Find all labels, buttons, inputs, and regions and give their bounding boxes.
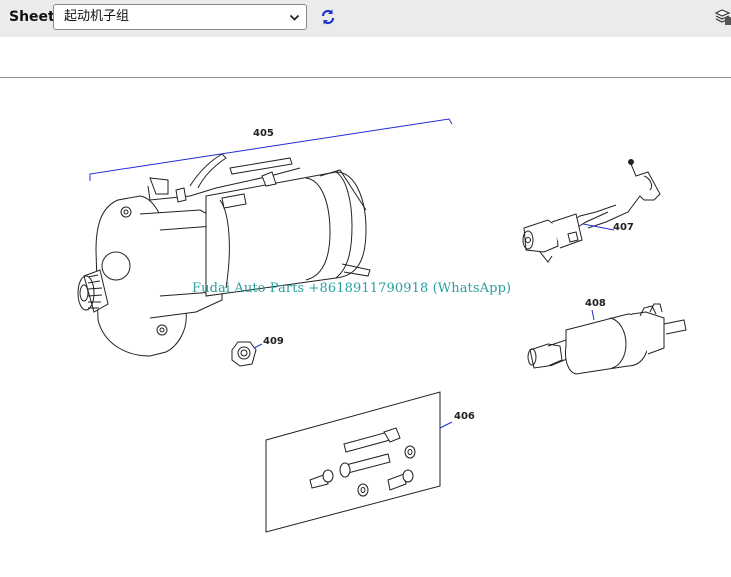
solenoid-408 bbox=[527, 303, 687, 375]
parts-diagram-drawing bbox=[77, 118, 687, 533]
nut-409 bbox=[231, 341, 257, 367]
sheet-label: Sheet bbox=[9, 9, 55, 25]
callout-408[interactable]: 408 bbox=[585, 298, 606, 309]
watermark-text: Fudai Auto Parts +8618911790918 (WhatsAp… bbox=[192, 281, 512, 296]
sub-toolbar bbox=[0, 37, 731, 78]
callout-405[interactable]: 405 bbox=[253, 128, 274, 139]
toolbar: Sheet 起动机子组 bbox=[0, 0, 731, 37]
sheet-select[interactable]: 起动机子组 bbox=[53, 4, 307, 30]
refresh-icon[interactable] bbox=[319, 8, 337, 26]
sheet-select-value: 起动机子组 bbox=[64, 9, 130, 24]
bolt-kit-406 bbox=[265, 391, 441, 533]
layers-icon[interactable] bbox=[713, 7, 731, 27]
chevron-down-icon bbox=[289, 14, 300, 21]
parts-diagram: 405 407 408 409 406 bbox=[0, 78, 731, 572]
harness-407 bbox=[522, 159, 661, 263]
callout-407[interactable]: 407 bbox=[613, 222, 634, 233]
callout-409[interactable]: 409 bbox=[263, 336, 284, 347]
callout-406[interactable]: 406 bbox=[454, 411, 475, 422]
starter-motor-405 bbox=[77, 153, 371, 357]
